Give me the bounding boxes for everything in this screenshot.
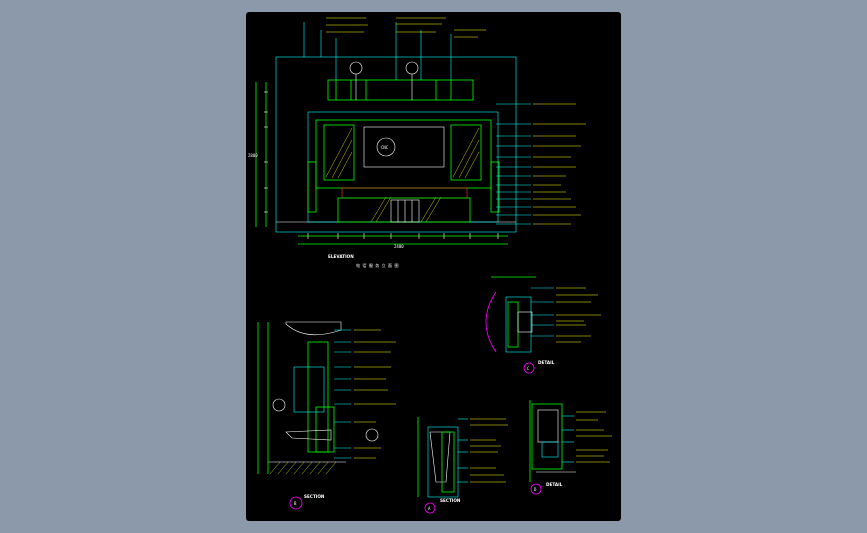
elevation-title: ELEVATION <box>328 254 354 259</box>
elevation-drawing: CNC <box>248 17 586 249</box>
elevation-subtitle: 电 话 服 务 立 面 图 <box>356 262 398 268</box>
section-a-marker-label: A <box>428 506 431 511</box>
cad-drawing-sheet: CNC <box>246 12 621 521</box>
section-b-marker <box>289 496 303 510</box>
section-a-marker <box>424 502 436 514</box>
detail-c-title: DETAIL <box>538 360 555 365</box>
detail-c-drawing <box>485 276 601 353</box>
detail-d-drawing <box>529 400 612 482</box>
cad-drawing-canvas: CNC <box>248 17 612 514</box>
elevation-width-dimension: 2400 <box>394 244 404 249</box>
detail-c-marker-label: C <box>527 366 530 371</box>
section-b-drawing <box>257 321 396 475</box>
logo-text: CNC <box>381 145 389 150</box>
detail-d-title: DETAIL <box>546 482 563 487</box>
detail-d-marker <box>530 483 542 495</box>
detail-c-marker <box>523 362 535 374</box>
section-a-title: SECTION <box>440 498 461 503</box>
section-b-title: SECTION <box>304 494 325 499</box>
elevation-height-dimension: 2800 <box>248 153 258 158</box>
section-b-marker-label: B <box>294 501 297 506</box>
section-a-drawing <box>417 417 508 498</box>
detail-d-marker-label: D <box>534 487 537 492</box>
